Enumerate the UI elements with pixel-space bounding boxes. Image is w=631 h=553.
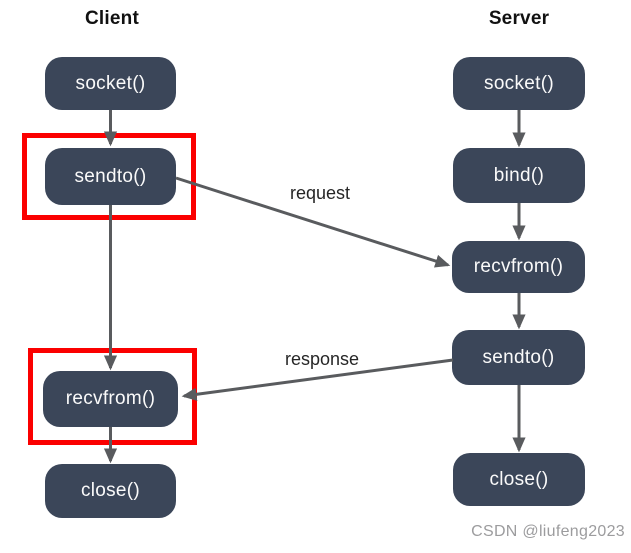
server-node-recvfrom: recvfrom() (452, 241, 585, 293)
server-node-sendto: sendto() (452, 330, 585, 385)
request-edge-label: request (289, 183, 351, 203)
client-node-close: close() (45, 464, 176, 518)
client-node-socket: socket() (45, 57, 176, 110)
client-node-sendto: sendto() (45, 148, 176, 205)
server-node-socket: socket() (453, 57, 585, 110)
watermark-text: CSDN @liufeng2023 (471, 523, 625, 540)
server-column-title: Server (488, 8, 550, 29)
client-node-recvfrom: recvfrom() (43, 371, 178, 427)
response-edge-label: response (284, 349, 360, 369)
server-node-close: close() (453, 453, 585, 506)
server-node-bind: bind() (453, 148, 585, 203)
client-column-title: Client (85, 8, 139, 29)
